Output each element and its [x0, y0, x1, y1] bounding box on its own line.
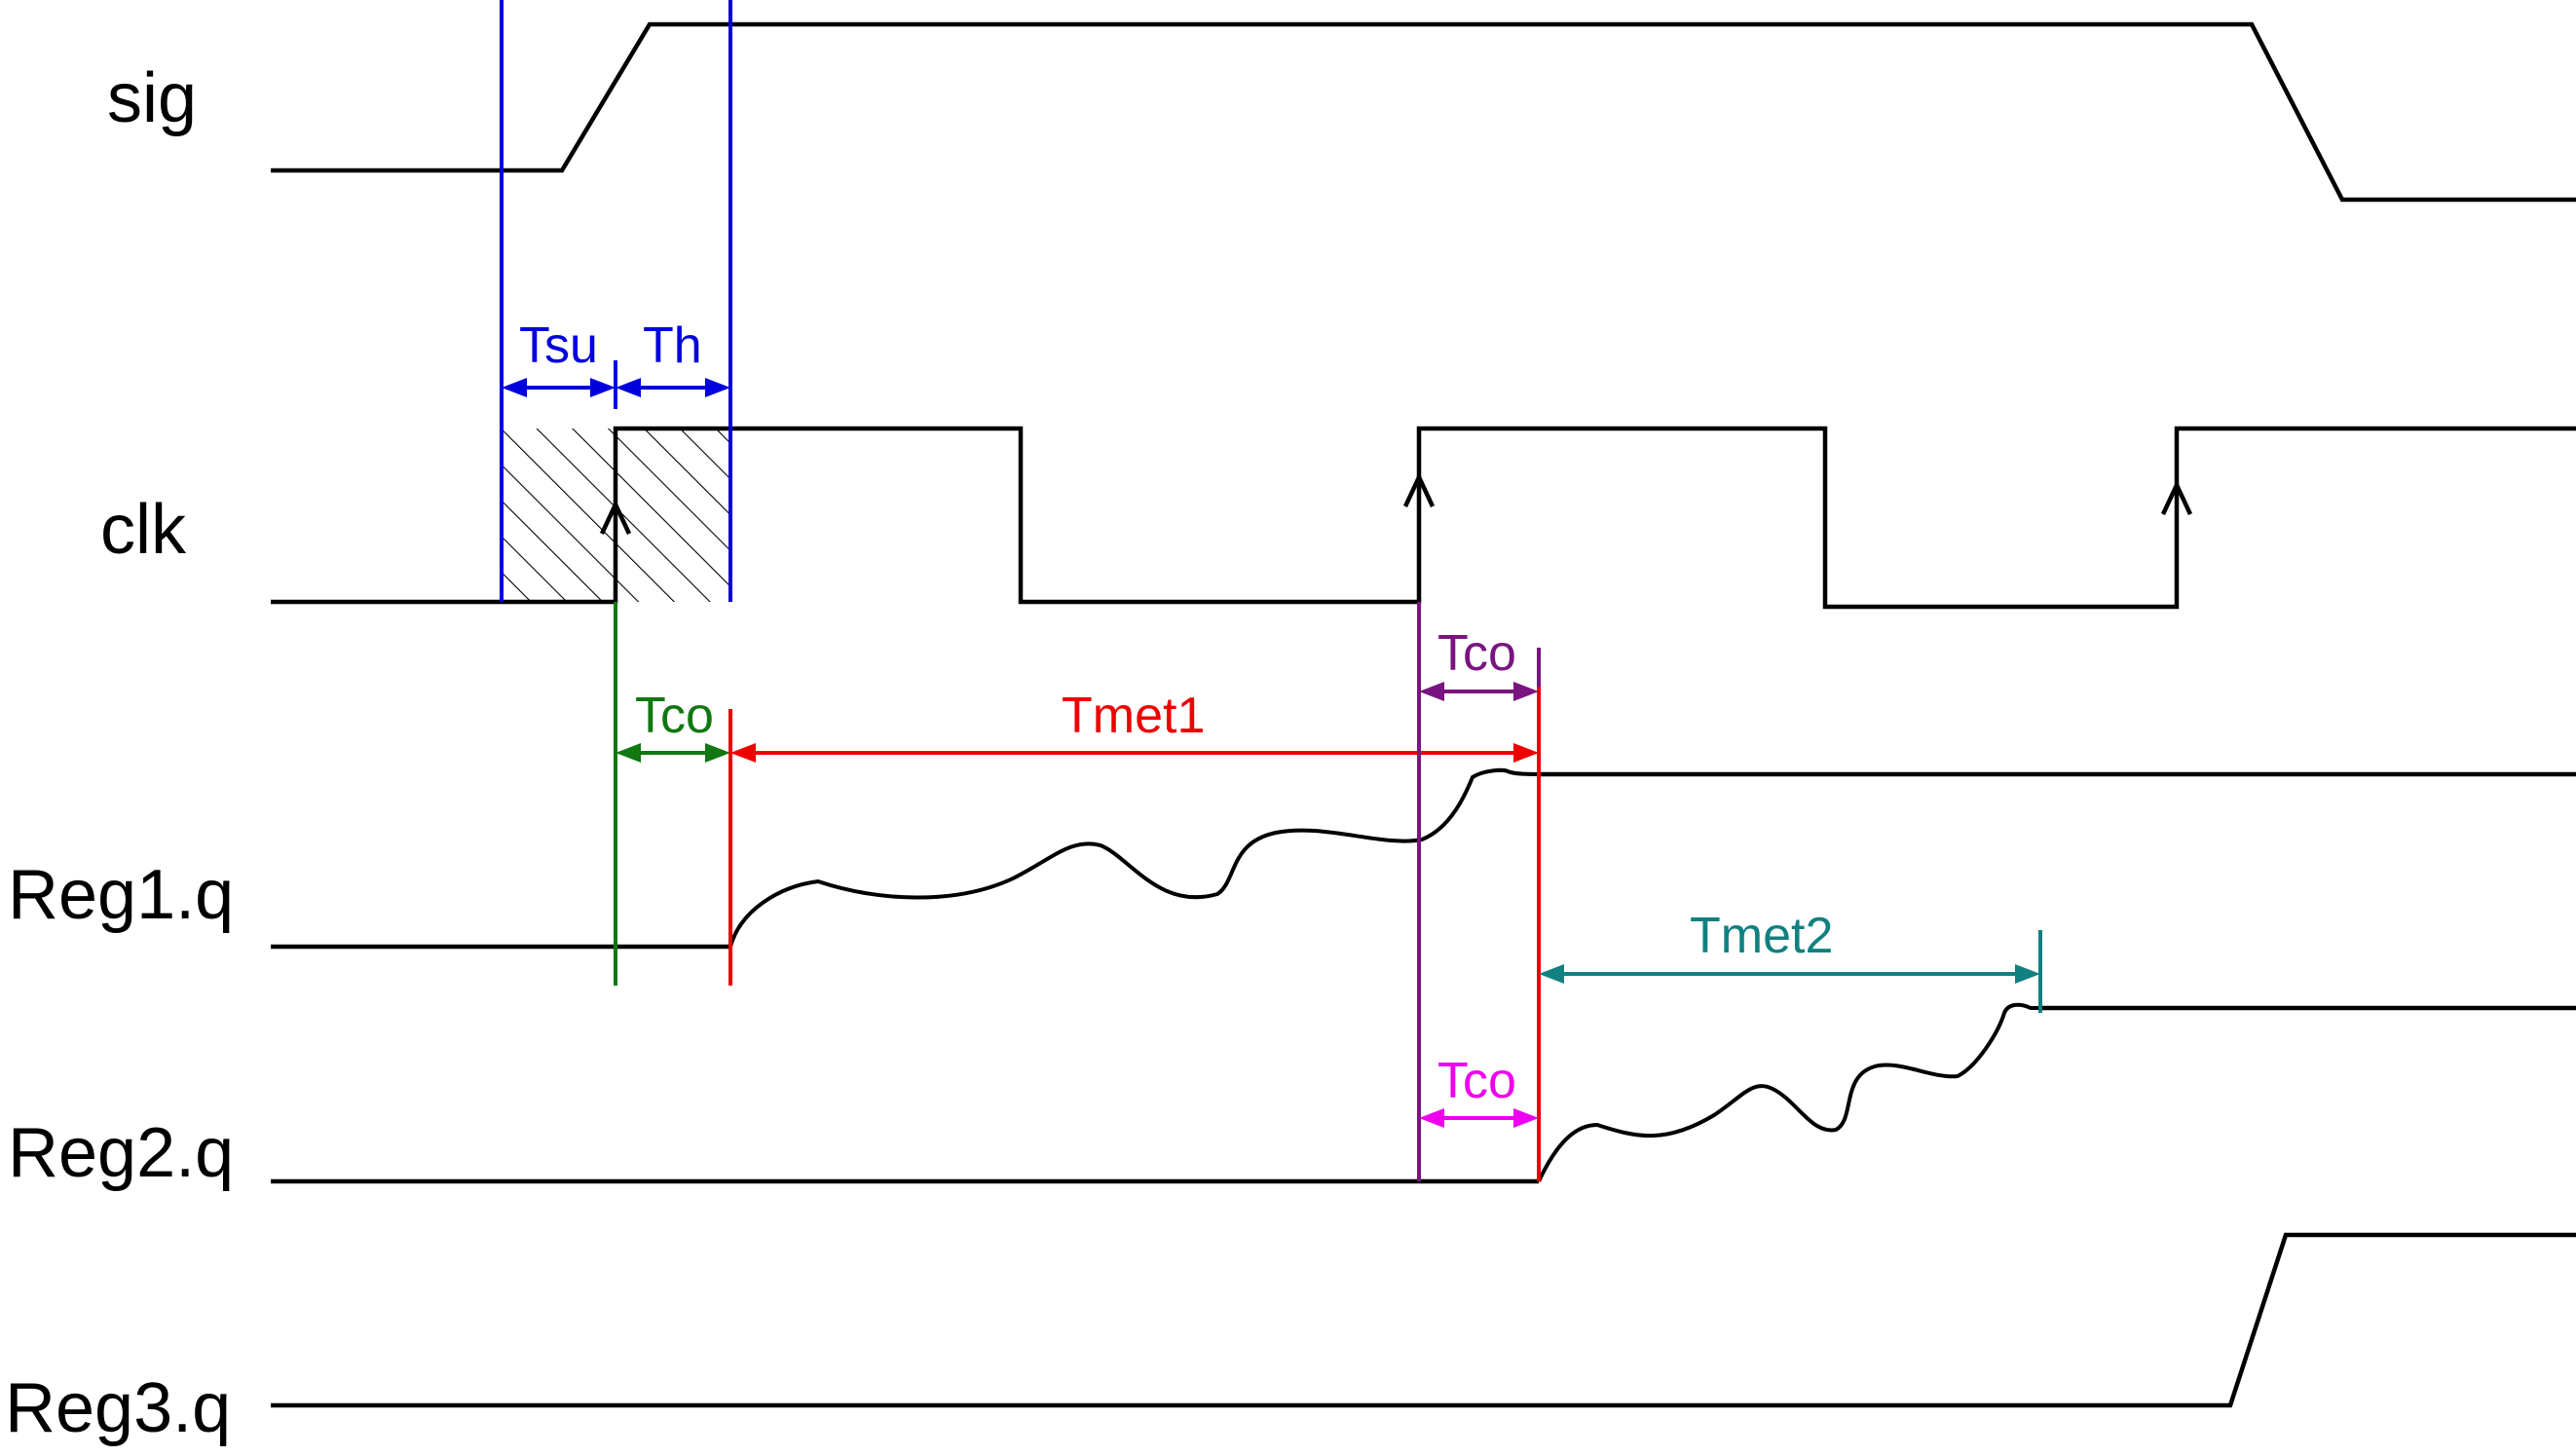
clk-waveform	[271, 426, 2576, 610]
reg2-tco-marker-bottom	[1419, 1108, 1539, 1128]
tmet2-marker	[1539, 930, 2042, 1013]
tco-reg1-label: Tco	[635, 688, 714, 744]
reg2-metastable-curve	[1537, 1002, 2040, 1182]
tco-top-label: Tco	[1437, 625, 1516, 682]
tmet2-label: Tmet2	[1690, 908, 1833, 964]
reg1-metastable-curve	[728, 767, 1540, 948]
clk-edge-arrow-2	[1402, 471, 1436, 507]
signal-label-reg2: Reg2.q	[8, 1114, 234, 1192]
clk-edge-arrow-3	[2160, 479, 2193, 515]
signal-label-clk: clk	[100, 491, 187, 569]
tsu-label: Tsu	[519, 317, 598, 374]
signal-label-reg1: Reg1.q	[8, 856, 234, 934]
reg3-waveform	[271, 1232, 2576, 1408]
tco-bottom-label: Tco	[1437, 1053, 1516, 1109]
reg1-tco-marker	[614, 602, 730, 986]
setup-hold-markers	[500, 0, 732, 602]
th-label: Th	[643, 317, 702, 374]
sig-waveform	[271, 21, 2576, 203]
signal-label-reg3: Reg3.q	[5, 1369, 231, 1447]
tmet1-label: Tmet1	[1062, 688, 1205, 744]
signal-label-sig: sig	[107, 59, 197, 137]
tmet1-marker	[728, 687, 1541, 1181]
clk-edge-arrow-1	[599, 499, 632, 535]
reg2-tco-marker-top	[1417, 602, 1541, 1181]
